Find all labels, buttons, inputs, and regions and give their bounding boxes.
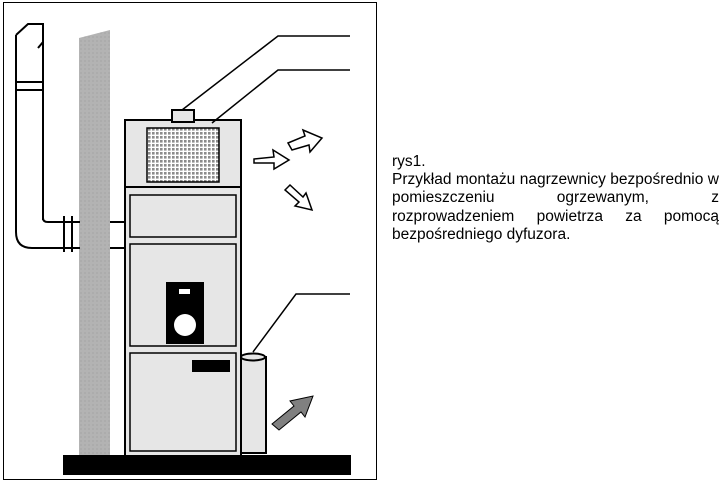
inspection-window xyxy=(174,314,196,336)
intake-air-arrow xyxy=(271,395,314,431)
flue-pipe xyxy=(15,23,125,252)
top-connector xyxy=(171,109,195,123)
figure-label: rys1. xyxy=(392,153,426,170)
outlet-grille xyxy=(146,127,220,183)
heater-installation-diagram xyxy=(15,23,351,475)
burner-unit xyxy=(240,352,267,454)
wall-column xyxy=(79,30,110,455)
figure-caption-text: Przykład montażu nagrzewnicy bezpośredni… xyxy=(392,171,719,243)
heater-unit xyxy=(124,109,242,457)
floor xyxy=(63,455,351,475)
warm-air-arrows xyxy=(253,128,324,212)
name-plate xyxy=(192,360,230,372)
figure-caption: rys1. Przykład montażu nagrzewnicy bezpo… xyxy=(392,153,719,244)
leader-lines xyxy=(181,35,350,353)
